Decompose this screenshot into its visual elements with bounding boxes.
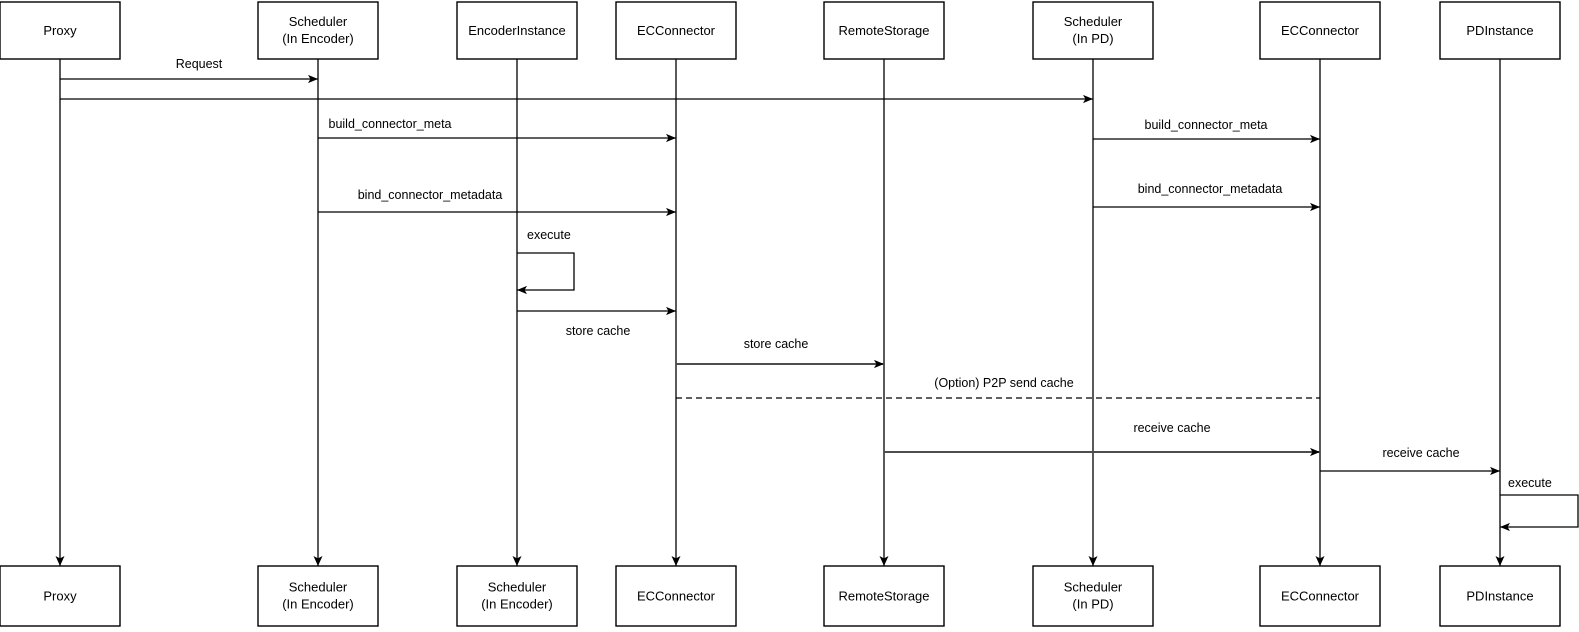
message-label-request: Request — [176, 57, 223, 71]
self-message-path-execute-encoder — [517, 252, 575, 295]
self-messages-layer: execute execute — [517, 228, 1579, 532]
message-store-cache-local[interactable]: store cache — [517, 306, 676, 338]
participant-top-boxes: Proxy Scheduler (In Encoder) EncoderInstanc… — [0, 1, 1561, 60]
message-label-bind-meta-enc: bind_connector_metadata — [358, 188, 503, 202]
messages-layer: Request build_connector_meta build_connect… — [60, 57, 1500, 476]
message-label-bind-meta-pd: bind_connector_metadata — [1138, 182, 1283, 196]
participant-label-line1: EncoderInstance — [468, 23, 566, 38]
participant-box-ec-connector-pd-top[interactable]: ECConnector — [1259, 1, 1381, 60]
participant-label-line1: RemoteStorage — [838, 588, 929, 603]
participant-label-line1: ECConnector — [637, 23, 716, 38]
participant-box-pd-instance-bottom[interactable]: PDInstance — [1439, 565, 1561, 627]
participant-box-remote-storage-bottom[interactable]: RemoteStorage — [823, 565, 945, 627]
participant-label-line1: Proxy — [43, 23, 77, 38]
message-label-build-meta-enc: build_connector_meta — [329, 117, 452, 131]
message-receive-cache-pd[interactable]: receive cache — [1320, 446, 1500, 476]
participant-box-proxy-top[interactable]: Proxy — [0, 1, 121, 60]
participant-label-line1: Scheduler — [289, 579, 348, 594]
message-label-store-cache-remote: store cache — [744, 337, 809, 351]
message-build-meta-pd[interactable]: build_connector_meta — [1093, 118, 1320, 144]
participant-label-line1: Scheduler — [289, 14, 348, 29]
participant-label-line2: (In PD) — [1072, 596, 1113, 611]
message-bind-meta-enc[interactable]: bind_connector_metadata — [318, 188, 676, 217]
self-message-label-execute-encoder: execute — [527, 228, 571, 242]
participant-label-line2: (In PD) — [1072, 31, 1113, 46]
self-message-execute-encoder[interactable]: execute — [517, 228, 575, 295]
participant-label-line1: Scheduler — [488, 579, 547, 594]
participant-label-line2: (In Encoder) — [282, 596, 354, 611]
participant-box-scheduler-pd-top[interactable]: Scheduler (In PD) — [1032, 1, 1154, 60]
message-label-receive-cache-pd: receive cache — [1382, 446, 1459, 460]
participant-label-line2: (In Encoder) — [481, 596, 553, 611]
participant-label-line1: ECConnector — [637, 588, 716, 603]
message-store-cache-remote[interactable]: store cache — [676, 337, 884, 369]
participant-label-line1: PDInstance — [1466, 588, 1533, 603]
participant-box-ec-connector-enc-bottom[interactable]: ECConnector — [615, 565, 737, 627]
message-build-meta-enc[interactable]: build_connector_meta — [318, 117, 676, 143]
message-bind-meta-pd[interactable]: bind_connector_metadata — [1093, 182, 1320, 212]
lifelines-layer — [55, 59, 1505, 566]
participant-box-scheduler-pd-bottom[interactable]: Scheduler (In PD) — [1032, 565, 1154, 627]
message-label-receive-cache-rs: receive cache — [1133, 421, 1210, 435]
participant-box-encoder-instance-bottom[interactable]: Scheduler (In Encoder) — [456, 565, 578, 627]
participant-label-line2: (In Encoder) — [282, 31, 354, 46]
self-message-execute-pd[interactable]: execute — [1500, 476, 1579, 532]
participant-label-line1: RemoteStorage — [838, 23, 929, 38]
message-label-build-meta-pd: build_connector_meta — [1145, 118, 1268, 132]
participant-box-ec-connector-enc-top[interactable]: ECConnector — [615, 1, 737, 60]
participant-box-ec-connector-pd-bottom[interactable]: ECConnector — [1259, 565, 1381, 627]
participant-label-line1: ECConnector — [1281, 23, 1360, 38]
self-message-label-execute-pd: execute — [1508, 476, 1552, 490]
participant-label-line1: Scheduler — [1064, 579, 1123, 594]
participant-label-line1: PDInstance — [1466, 23, 1533, 38]
self-message-path-execute-pd — [1500, 494, 1579, 532]
participant-bottom-boxes: Proxy Scheduler (In Encoder) Scheduler (In E… — [0, 565, 1561, 627]
participant-box-scheduler-encoder-bottom[interactable]: Scheduler (In Encoder) — [257, 565, 379, 627]
message-request[interactable]: Request — [60, 57, 318, 84]
message-receive-cache-rs[interactable]: receive cache — [884, 421, 1320, 457]
participant-label-line1: ECConnector — [1281, 588, 1360, 603]
participant-label-line1: Scheduler — [1064, 14, 1123, 29]
participant-box-proxy-bottom[interactable]: Proxy — [0, 565, 121, 627]
participant-box-remote-storage-top[interactable]: RemoteStorage — [823, 1, 945, 60]
message-label-store-cache-local: store cache — [566, 324, 631, 338]
message-p2p-send-cache[interactable]: (Option) P2P send cache — [676, 376, 1320, 399]
participant-box-scheduler-encoder-top[interactable]: Scheduler (In Encoder) — [257, 1, 379, 60]
message-label-p2p-send-cache: (Option) P2P send cache — [934, 376, 1073, 390]
participant-label-line1: Proxy — [43, 588, 77, 603]
participant-box-encoder-instance-top[interactable]: EncoderInstance — [456, 1, 578, 60]
participant-box-pd-instance-top[interactable]: PDInstance — [1439, 1, 1561, 60]
